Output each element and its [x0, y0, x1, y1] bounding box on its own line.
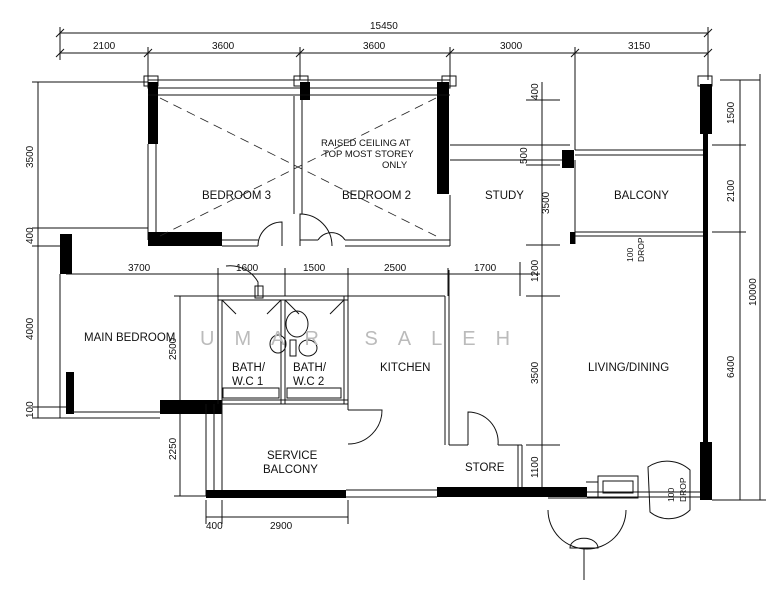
room-bath-2-line1: BATH/	[293, 362, 327, 374]
room-service-balcony-line1: SERVICE	[267, 450, 318, 462]
inner-dim-3: 1500	[303, 263, 326, 274]
left-dim-2: 400	[25, 227, 36, 244]
overall-width-label: 15450	[370, 21, 398, 32]
room-bath-1-line1: BATH/	[232, 362, 266, 374]
ceiling-note-line3: ONLY	[382, 160, 408, 171]
bottom-dim-2: 2900	[270, 521, 293, 532]
dimension-lines	[32, 27, 766, 524]
drop-label-balcony: DROP	[636, 237, 646, 262]
study-dim-3: 3500	[541, 191, 552, 214]
room-bedroom-3: BEDROOM 3	[202, 190, 271, 202]
room-kitchen: KITCHEN	[380, 362, 430, 374]
drop-value-balcony: 100	[625, 248, 635, 262]
left-dim-4: 100	[25, 401, 36, 418]
study-dim-2: 500	[519, 147, 530, 164]
top-dim-5: 3150	[628, 41, 651, 52]
inner-dim-2: 1600	[236, 263, 259, 274]
ceiling-diagonals	[159, 97, 437, 237]
door-swings	[225, 213, 691, 580]
watermark: UMAR SALEH	[200, 328, 530, 350]
right-dim-3: 6400	[726, 355, 737, 378]
study-dim-1: 400	[530, 83, 541, 100]
room-service-balcony-line2: BALCONY	[263, 464, 318, 476]
left-dim-1: 3500	[25, 145, 36, 168]
room-balcony: BALCONY	[614, 190, 669, 202]
room-store: STORE	[465, 462, 505, 474]
room-bath-1-line2: W.C 1	[232, 376, 263, 388]
room-bath-2-line2: W.C 2	[293, 376, 324, 388]
inner-dim-4: 2500	[384, 263, 407, 274]
top-dim-2: 3600	[212, 41, 235, 52]
drop-value-entrance: 100	[666, 488, 676, 502]
dimension-labels: 15450 2100 3600 3600 3000 3150 3700 1600…	[25, 21, 759, 532]
left-dim-3: 4000	[25, 317, 36, 340]
left-lower-dim-2: 2250	[168, 437, 179, 460]
right-dim-2: 2100	[726, 179, 737, 202]
drop-label-entrance: DROP	[678, 477, 688, 502]
bottom-dim-1: 400	[206, 521, 223, 532]
ceiling-note-line2: TOP MOST STOREY	[323, 149, 414, 160]
ceiling-note-line1: RAISED CEILING AT	[321, 138, 411, 149]
right-dim-1: 1500	[726, 101, 737, 124]
inner-dim-5: 1700	[474, 263, 497, 274]
room-labels: BEDROOM 3 BEDROOM 2 STUDY BALCONY MAIN B…	[84, 190, 669, 476]
room-study: STUDY	[485, 190, 524, 202]
plan-notes: RAISED CEILING AT TOP MOST STOREY ONLY 1…	[321, 138, 688, 502]
study-dim-4: 1200	[530, 259, 541, 282]
top-dim-3: 3600	[363, 41, 386, 52]
room-main-bedroom: MAIN BEDROOM	[84, 332, 175, 344]
top-dim-1: 2100	[93, 41, 116, 52]
room-bedroom-2: BEDROOM 2	[342, 190, 411, 202]
top-dim-4: 3000	[500, 41, 523, 52]
overall-height-label: 10000	[748, 278, 759, 306]
left-lower-dim-1: 2500	[168, 337, 179, 360]
inner-dim-1: 3700	[128, 263, 151, 274]
room-living-dining: LIVING/DINING	[588, 362, 669, 374]
study-dim-6: 1100	[530, 456, 541, 478]
walls	[59, 75, 713, 500]
study-dim-5: 3500	[530, 361, 541, 384]
